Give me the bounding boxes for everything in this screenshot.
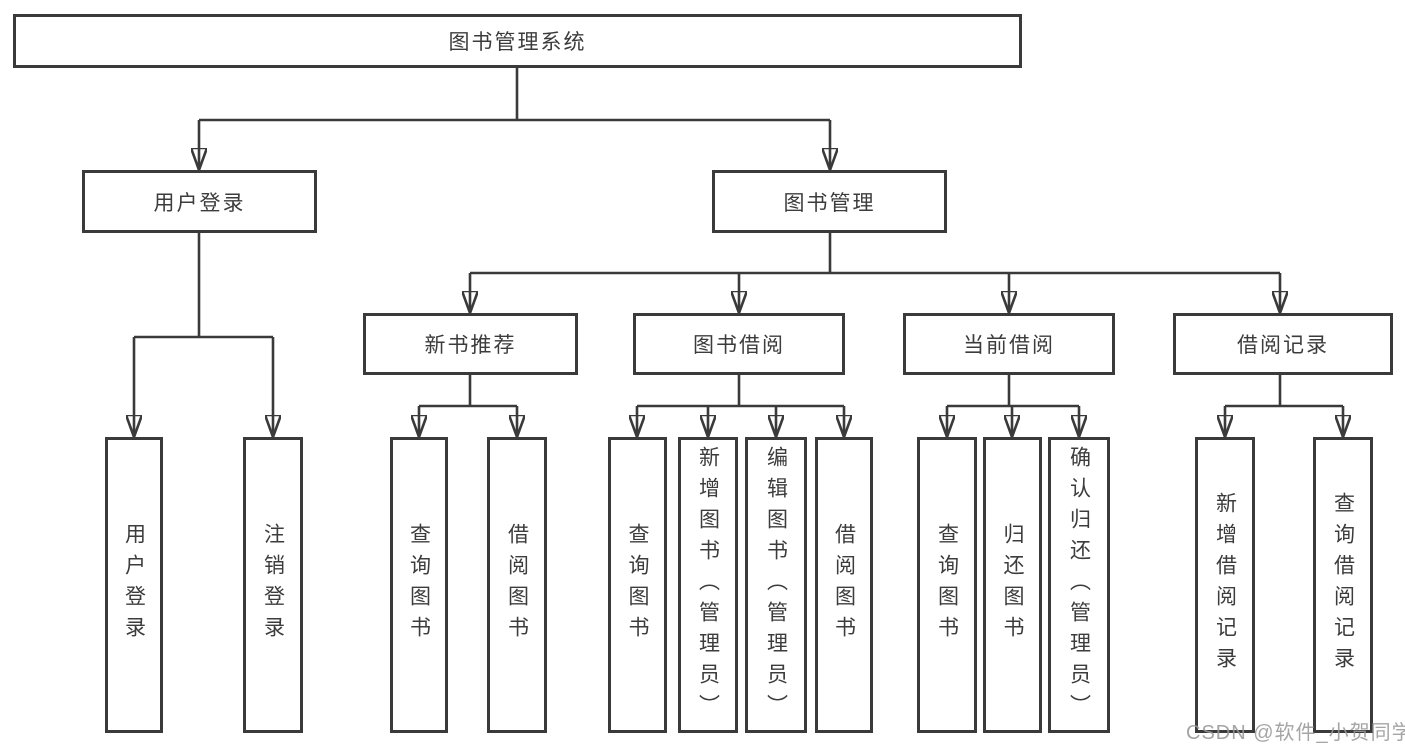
connector-root-to-level2 — [199, 68, 830, 170]
node-book-borrowing: 图书借阅 — [633, 313, 845, 375]
node-user-login: 用户登录 — [82, 170, 317, 233]
node-current-borrowing: 当前借阅 — [903, 313, 1115, 375]
leaf-edit-books-admin: 编辑图书（管理员） — [745, 437, 807, 733]
watermark: CSDN @软件_小贺同学 — [1186, 722, 1405, 744]
leaf-borrow-books: 借阅图书 — [815, 437, 873, 733]
leaf-confirm-return-admin: 确认归还（管理员） — [1048, 437, 1110, 733]
connector-current-children — [947, 375, 1079, 437]
leaf-add-books-admin: 新增图书（管理员） — [678, 437, 738, 733]
node-new-book-recommend: 新书推荐 — [363, 313, 578, 375]
node-book-management: 图书管理 — [712, 170, 947, 233]
connector-borrow-children — [637, 375, 844, 437]
leaf-query-books-borrow: 查询图书 — [608, 437, 667, 733]
leaf-borrow-books-recommend: 借阅图书 — [487, 437, 547, 733]
leaf-query-books-recommend: 查询图书 — [390, 437, 448, 733]
leaf-query-books-current: 查询图书 — [917, 437, 977, 733]
connector-user-login-children — [134, 233, 273, 437]
leaf-return-books: 归还图书 — [983, 437, 1042, 733]
leaf-logout: 注销登录 — [243, 437, 303, 733]
connector-book-mgmt-sections — [470, 233, 1280, 313]
node-borrowing-records: 借阅记录 — [1173, 313, 1393, 375]
leaf-query-borrow-record: 查询借阅记录 — [1313, 437, 1373, 733]
node-root-system: 图书管理系统 — [13, 14, 1022, 68]
connector-records-children — [1225, 375, 1343, 437]
leaf-add-borrow-record: 新增借阅记录 — [1195, 437, 1255, 733]
leaf-user-login: 用户登录 — [105, 437, 163, 733]
connector-new-books-children — [419, 375, 517, 437]
